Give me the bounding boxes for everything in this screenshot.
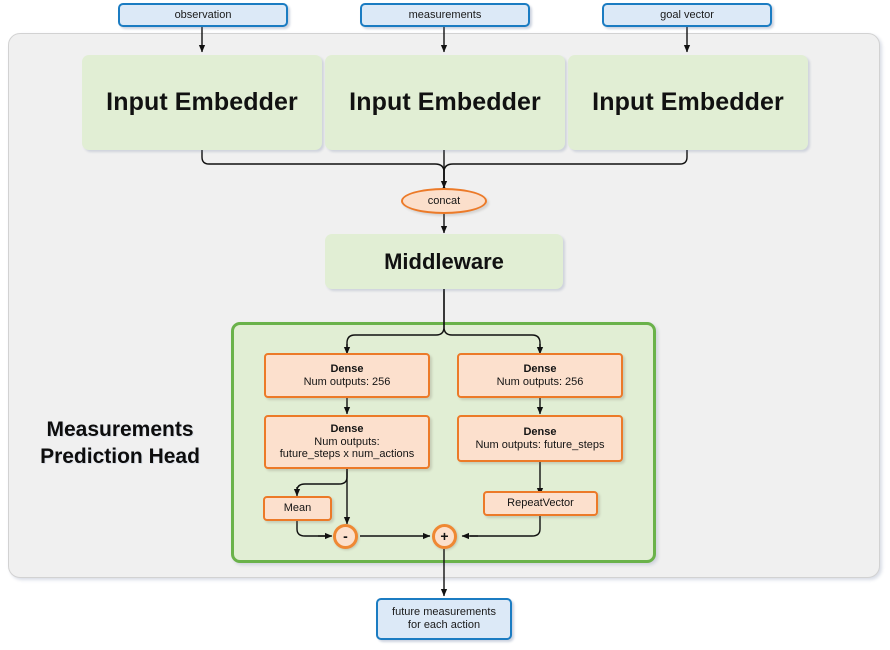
input-box-observation[interactable]: observation: [118, 3, 288, 27]
input-embedder-measurements[interactable]: Input Embedder: [325, 55, 565, 150]
output-box-future-measurements[interactable]: future measurements for each action: [376, 598, 512, 640]
right-dense2-title: Dense: [523, 425, 557, 438]
right-dense-future-steps[interactable]: Dense Num outputs: future_steps: [457, 415, 623, 462]
add-operator-node[interactable]: +: [432, 524, 457, 549]
output-label-line2: for each action: [407, 619, 481, 631]
left-dense-256-title: Dense: [330, 362, 364, 375]
subtract-operator-node[interactable]: -: [333, 524, 358, 549]
left-dense2-detail-line2: future_steps x num_actions: [279, 448, 415, 461]
right-dense2-detail: Num outputs: future_steps: [475, 438, 605, 451]
left-dense-256-detail: Num outputs: 256: [303, 375, 391, 388]
subtract-operator-symbol: -: [343, 528, 348, 545]
left-dense-256[interactable]: Dense Num outputs: 256: [264, 353, 430, 398]
add-operator-symbol: +: [440, 528, 449, 545]
repeat-vector-node[interactable]: RepeatVector: [483, 491, 598, 516]
left-dense2-detail-line1: Num outputs:: [314, 435, 380, 448]
input-box-measurements[interactable]: measurements: [360, 3, 530, 27]
input-embedder-label-3: Input Embedder: [592, 87, 784, 116]
input-label-goal-vector: goal vector: [660, 8, 714, 21]
mean-node[interactable]: Mean: [263, 496, 332, 521]
input-embedder-label-1: Input Embedder: [106, 87, 298, 116]
right-dense-256-detail: Num outputs: 256: [496, 375, 584, 388]
left-dense-future-steps-actions[interactable]: Dense Num outputs: future_steps x num_ac…: [264, 415, 430, 469]
middleware-label: Middleware: [384, 248, 504, 274]
input-embedder-goal-vector[interactable]: Input Embedder: [568, 55, 808, 150]
left-dense2-title: Dense: [330, 422, 364, 435]
mean-label: Mean: [283, 502, 312, 515]
input-label-observation: observation: [174, 8, 232, 21]
measurements-prediction-head-label: Measurements Prediction Head: [20, 410, 220, 476]
output-label-line1: future measurements: [392, 606, 496, 619]
input-box-goal-vector[interactable]: goal vector: [602, 3, 772, 27]
right-dense-256[interactable]: Dense Num outputs: 256: [457, 353, 623, 398]
repeat-vector-label: RepeatVector: [507, 497, 574, 510]
concat-label: concat: [427, 194, 461, 207]
middleware-node[interactable]: Middleware: [325, 234, 563, 289]
head-label-line2: Prediction Head: [40, 445, 200, 468]
right-dense-256-title: Dense: [523, 362, 557, 375]
input-embedder-observation[interactable]: Input Embedder: [82, 55, 322, 150]
input-label-measurements: measurements: [408, 8, 482, 21]
concat-node[interactable]: concat: [401, 188, 487, 214]
head-label-line1: Measurements: [46, 417, 194, 441]
input-embedder-label-2: Input Embedder: [349, 87, 541, 116]
